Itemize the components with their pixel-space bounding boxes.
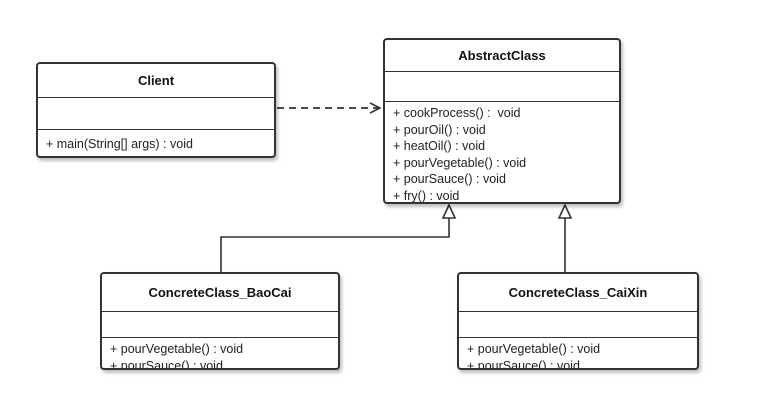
operations-compartment: + pourVegetable() : void + pourSauce() :… xyxy=(459,338,697,370)
attributes-compartment xyxy=(102,312,338,338)
operation: + pourVegetable() : void xyxy=(110,342,244,356)
class-name: ConcreteClass_BaoCai xyxy=(102,274,338,312)
class-name: ConcreteClass_CaiXin xyxy=(459,274,697,312)
operations-compartment: + pourVegetable() : void + pourSauce() :… xyxy=(102,338,338,370)
attributes-compartment xyxy=(38,98,274,130)
operation: + pourOil() : void xyxy=(393,122,486,137)
operation: + pourSauce() : void xyxy=(467,358,580,370)
operations-compartment: + cookProcess() : void + pourOil() : voi… xyxy=(385,102,619,203)
class-name: AbstractClass xyxy=(385,40,619,72)
class-client[interactable]: Client + main(String[] args) : void xyxy=(36,62,276,158)
class-abstract[interactable]: AbstractClass + cookProcess() : void + p… xyxy=(383,38,621,204)
generalization-arrowhead-caixin xyxy=(557,203,573,219)
operation: + pourVegetable() : void xyxy=(467,342,601,356)
class-name: Client xyxy=(38,64,274,98)
operation: + pourSauce() : void xyxy=(393,172,506,186)
operation: + cookProcess() : void xyxy=(393,106,521,120)
class-concrete-baocai[interactable]: ConcreteClass_BaoCai + pourVegetable() :… xyxy=(100,272,340,370)
operations-compartment: + main(String[] args) : void xyxy=(38,130,274,153)
operation: + pourVegetable() : void xyxy=(393,155,527,170)
generalization-line-baocai xyxy=(220,218,450,272)
attributes-compartment xyxy=(385,72,619,102)
attributes-compartment xyxy=(459,312,697,338)
generalization-arrowhead-baocai xyxy=(441,203,457,219)
operation: + pourSauce() : void xyxy=(110,358,223,370)
operation: + fry() : void xyxy=(393,188,460,203)
operation: + main(String[] args) : void xyxy=(46,137,193,151)
operation: + heatOil() : void xyxy=(393,139,486,153)
class-concrete-caixin[interactable]: ConcreteClass_CaiXin + pourVegetable() :… xyxy=(457,272,699,370)
